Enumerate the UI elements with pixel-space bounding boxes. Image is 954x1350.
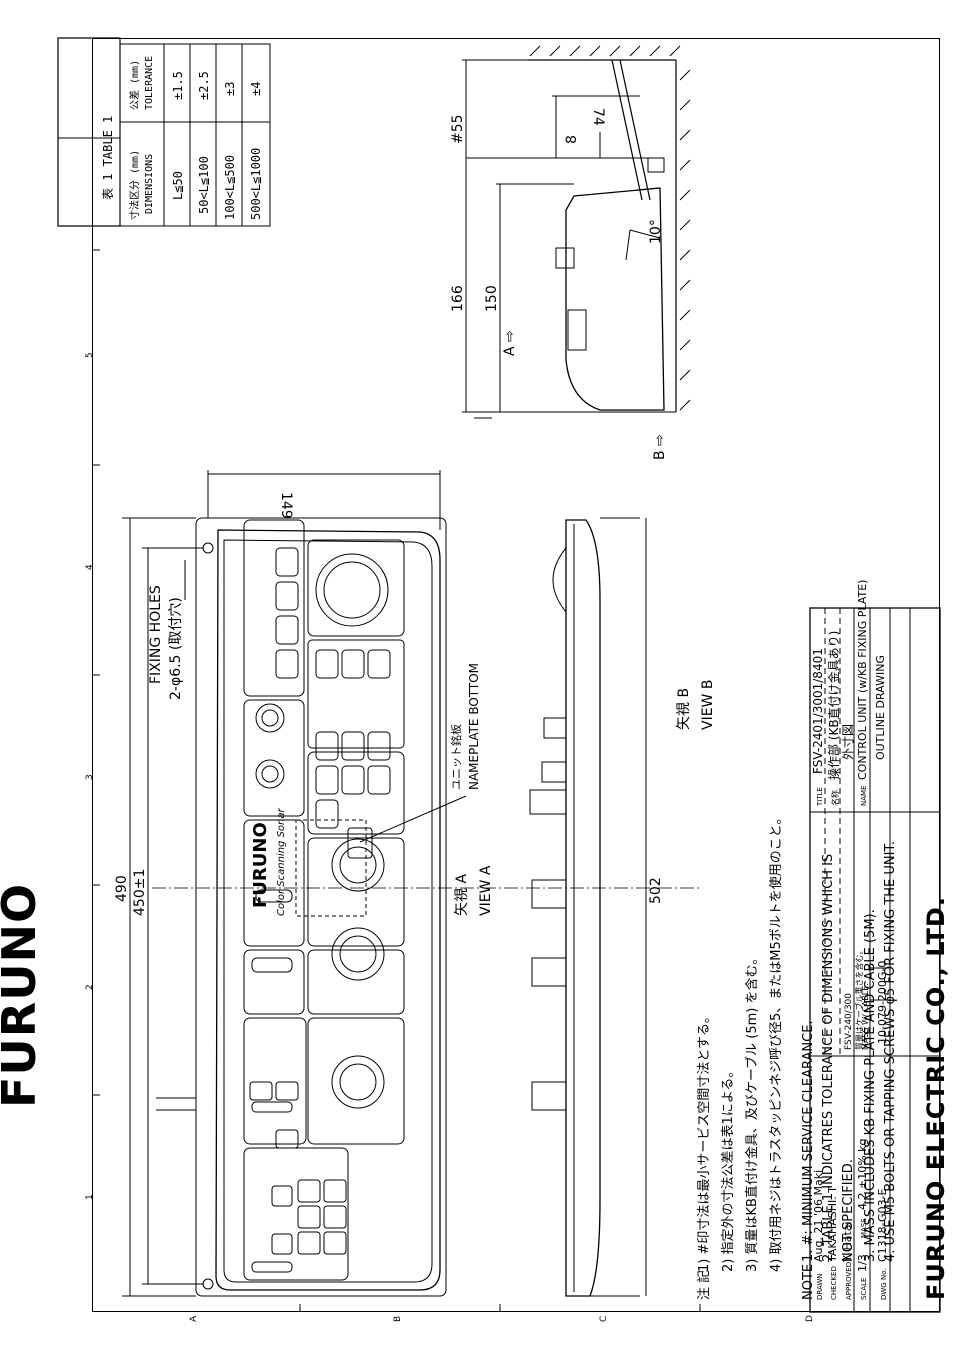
notes-ja-4: 4) 取付用ネジはトラスタッピンネジ呼び径5、またはM5ボルトを使用のこと。	[768, 811, 784, 1272]
notes-en-3: 3. MASS INCLUDES KB FIXING PLATE AND CAB…	[863, 909, 878, 1262]
arrow-a-label: A ⇨	[502, 330, 518, 356]
tb-mass-label: MASS	[860, 1218, 868, 1238]
table1-row2-tol: ±2.5	[197, 71, 211, 100]
table1-row4-tol: ±4	[249, 82, 263, 96]
notes-en-2b: NOT SPECIFIED.	[841, 1159, 856, 1262]
grid-column-3: 3	[85, 774, 95, 780]
grid-row-c: C	[599, 1316, 609, 1322]
view-b-ja: 矢視 B	[676, 688, 692, 730]
grid-row-d: D	[805, 1315, 815, 1322]
notes-ja-heading: 注 記	[696, 1270, 712, 1300]
dim-8: 8	[564, 135, 580, 144]
view-b-en: VIEW B	[700, 680, 716, 730]
nameplate-ja: ユニット銘板	[449, 724, 463, 790]
notes-ja-3: 3) 質量はKB直付け金具、及びケーブル (5m) を含む。	[744, 952, 760, 1272]
company-name: FURUNO ELECTRIC CO., LTD.	[922, 896, 950, 1300]
tb-checked: TAKAHASHI. T	[826, 1186, 839, 1263]
view-a-en: VIEW A	[478, 865, 494, 916]
tb-approved: Y. Hatai	[841, 1221, 854, 1263]
tb-drawn-label: DRAWN	[816, 1273, 824, 1300]
notes-en-1: 1. #: MINIMUM SERVICE CLEARANCE.	[801, 1020, 816, 1262]
grid-row-a: A	[189, 1315, 199, 1322]
grid-column-2: 2	[85, 984, 95, 990]
view-a-ja: 矢視 A	[454, 874, 470, 916]
dim-74: 74	[590, 108, 606, 126]
tb-dwg-label: DWG No.	[880, 1268, 888, 1300]
tb-ref-no: 10-079-200G-0	[876, 961, 889, 1044]
grid-column-4: 4	[85, 564, 95, 570]
tb-mass-note-en: MASS W/ CABLE.	[861, 983, 870, 1050]
notes-ja-2: 2) 指定外の寸法公差は表1による。	[721, 1065, 736, 1272]
dim-149: 149	[278, 492, 294, 519]
tb-mass-note-ja: 質量はケーブル重さを含む。	[854, 946, 864, 1050]
fixing-holes-label: FIXING HOLES	[148, 585, 164, 684]
table1-row3-tol: ±3	[223, 82, 237, 96]
tb-scale-label: SCALE	[860, 1278, 868, 1300]
dim-490: 490	[114, 875, 130, 902]
table1-col1-en: DIMENSIONS	[144, 154, 155, 214]
notes-en-4: 4. USE M5 BOLTS OR TAPPING SCREWS φ5 FOR…	[883, 841, 898, 1262]
grid-row-b: B	[393, 1316, 403, 1322]
panel-logo: FURUNO	[250, 822, 271, 908]
arrow-b-label: B ⇨	[652, 434, 668, 460]
table1-col2-ja: 公差 (mm)	[128, 60, 141, 110]
table1-col1-ja: 寸法区分 (mm)	[128, 150, 141, 220]
nameplate-en: NAMEPLATE BOTTOM	[467, 663, 481, 790]
table1-row4-range: 500<L≦1000	[249, 148, 263, 220]
tb-outline-ja: 外寸図	[841, 724, 855, 760]
notes-en-2: 2. TABLE 1 INDICATRES TOLERANCE OF DIMEN…	[821, 854, 836, 1262]
grid-column-5: 5	[85, 352, 95, 358]
fixing-holes-spec: 2-φ6.5 (取付穴)	[168, 597, 184, 700]
dim-502: 502	[648, 877, 664, 904]
table1-title: 表 1 TABLE 1	[101, 116, 115, 200]
table1-row1-tol: ±1.5	[171, 71, 185, 100]
tb-approved-label: APPROVED	[845, 1262, 853, 1300]
tb-ref-model: FSV-240/300	[844, 993, 854, 1050]
dim-450: 450±1	[132, 869, 148, 916]
dim-166: 166	[450, 285, 466, 312]
panel-subtitle: Color Scanning Sonar	[276, 807, 287, 916]
tb-outline-en: OUTLINE DRAWING	[874, 655, 887, 760]
dim-10: 10°	[648, 219, 664, 244]
tb-name-label: NAME	[860, 786, 868, 807]
tb-title-label: TITLE	[816, 787, 824, 807]
tb-scale: 1/3	[856, 1254, 869, 1272]
tb-name-ja-label: 名称	[830, 790, 840, 806]
tb-dwg-no: C1318-G03-E	[876, 1188, 889, 1262]
tb-name-ja: 操作部 (KB直付け金具あり)	[826, 631, 841, 780]
table1-row1-range: L≦50	[171, 171, 185, 200]
tb-drawn: Aug. 21 '06 Maki	[812, 1170, 825, 1262]
grid-column-1: 1	[85, 1194, 95, 1200]
table1-row2-range: 50<L≦100	[197, 156, 211, 214]
table1-row3-range: 100<L≦500	[223, 155, 237, 220]
tb-name-en: CONTROL UNIT (w/KB FIXING PLATE)	[856, 580, 869, 780]
notes-ja-1: 1) #印寸法は最小サービス空間寸法とする。	[697, 1010, 712, 1272]
table1-col2-en: TOLERANCE	[144, 56, 155, 110]
notes-en-heading: NOTE	[801, 1264, 816, 1300]
dim-150: 150	[484, 285, 500, 312]
dim-55: #55	[450, 114, 466, 144]
tb-checked-label: CHECKED	[830, 1266, 838, 1300]
tb-title: FSV-2401/3001/8401	[811, 648, 825, 774]
tb-mass: 4.2 ±10% kg	[856, 1138, 869, 1210]
